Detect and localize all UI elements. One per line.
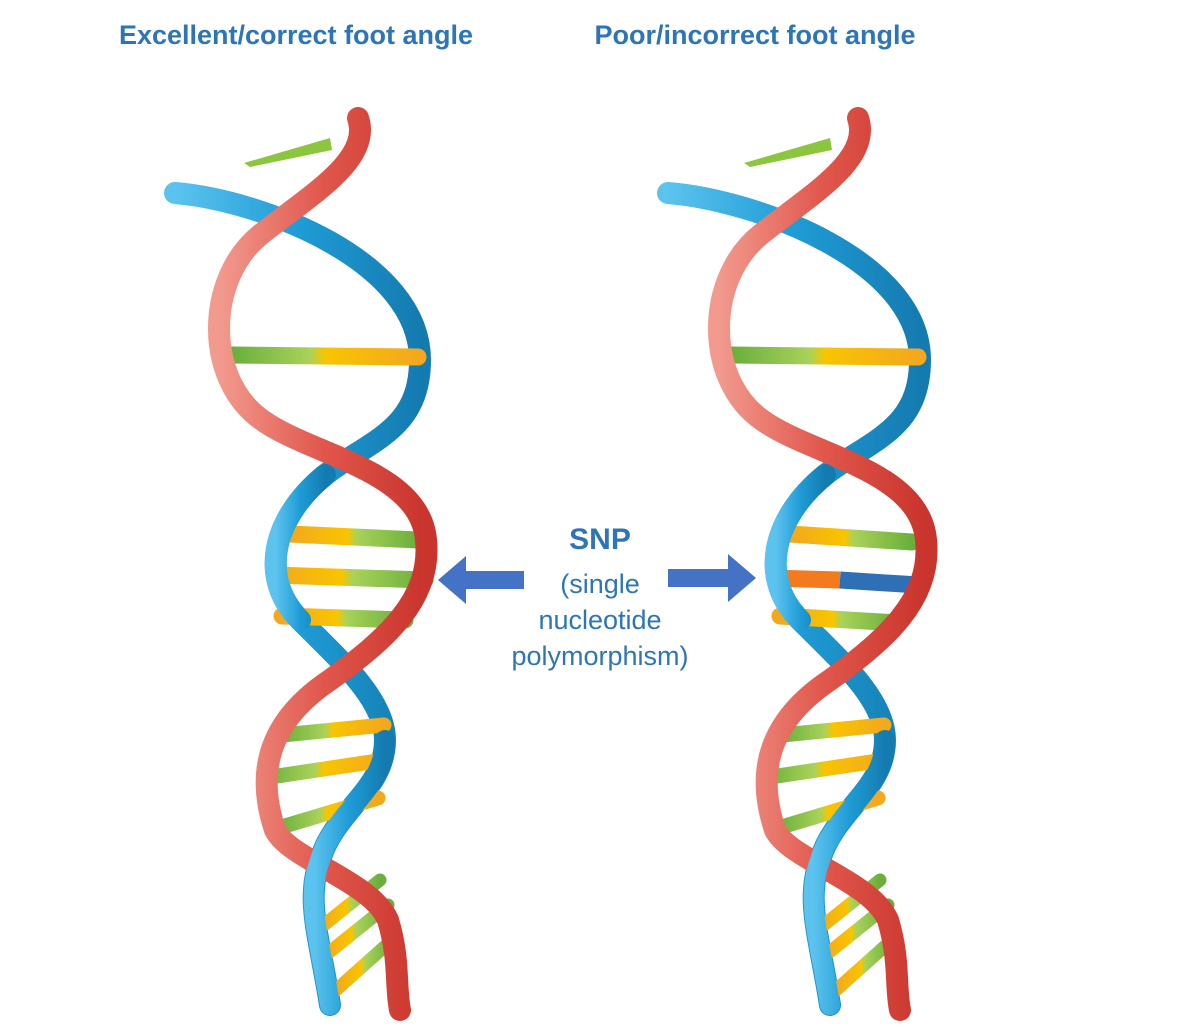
arrow-left-icon xyxy=(438,556,524,604)
base-pair xyxy=(774,717,892,743)
base-pair xyxy=(723,346,927,366)
snp-description-line: (single xyxy=(560,569,640,599)
snp-label: SNP xyxy=(569,523,631,556)
dna-helix-right xyxy=(657,107,938,1021)
blue-strand-front-right-2 xyxy=(803,730,895,1015)
right-title: Poor/incorrect foot angle xyxy=(594,20,916,50)
red-strand-left xyxy=(208,107,438,1021)
snp-description-line: nucleotide xyxy=(538,605,662,635)
base-pair xyxy=(274,717,392,743)
base-pair xyxy=(829,933,899,997)
snp-base-pair xyxy=(769,569,919,594)
snp-description-line: polymorphism) xyxy=(511,641,689,671)
blue-strand-front-left xyxy=(264,464,336,631)
base-pair xyxy=(223,346,427,366)
left-title: Excellent/correct foot angle xyxy=(118,20,474,50)
base-pair xyxy=(281,525,427,549)
arrow-right-icon xyxy=(668,554,756,602)
base-pair xyxy=(329,933,399,997)
base-pair xyxy=(756,752,892,786)
dna-helix-left xyxy=(164,107,438,1021)
base-pair xyxy=(265,566,434,589)
base-pair xyxy=(256,752,392,786)
blue-strand-front-right xyxy=(764,464,836,631)
blue-strand-front-left-2 xyxy=(303,730,395,1015)
snp-description: (single nucleotide polymorphism) xyxy=(470,566,730,674)
top-base-left xyxy=(244,138,332,167)
red-strand-right xyxy=(708,107,938,1021)
top-base-right xyxy=(744,138,832,167)
base-pair xyxy=(781,525,921,551)
